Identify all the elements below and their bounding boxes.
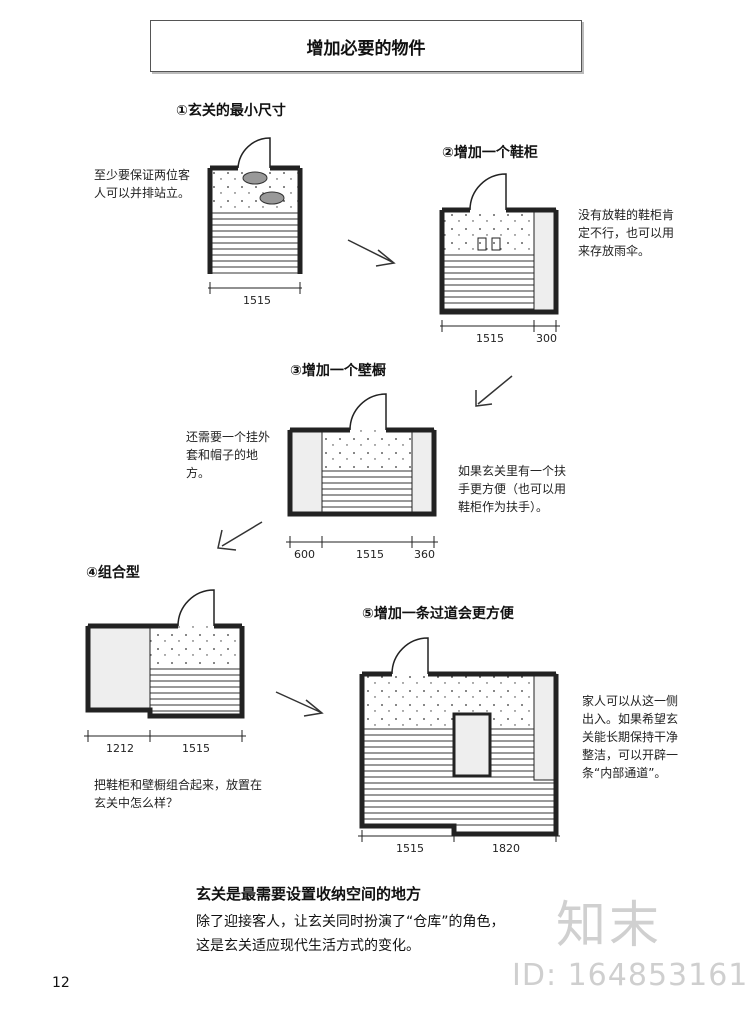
page-title: 增加必要的物件 [306, 39, 426, 59]
step-2-note: 没有放鞋的鞋柜肯定不行，也可以用来存放雨伞。 [578, 208, 675, 258]
arrow-right-icon [275, 691, 324, 717]
arrow-down-left-icon [217, 521, 263, 551]
dim-label: 1515 [243, 294, 271, 307]
step-3-note-left: 还需要一个挂外套和帽子的地方。 [186, 430, 271, 480]
step-1-heading: ①玄关的最小尺寸 [176, 103, 286, 119]
step-4-note: 把鞋柜和壁橱组合起来，放置在玄关中怎么样？ [94, 778, 263, 810]
summary-body: 除了迎接客人，让玄关同时扮演了“仓库”的角色， 这是玄关适应现代生活方式的变化。 [196, 910, 505, 958]
page-number: 12 [52, 975, 70, 991]
plan-4 [84, 589, 246, 742]
dim-label: 1515 [182, 742, 210, 755]
plan-3 [286, 393, 438, 548]
dim-label: 300 [536, 332, 557, 345]
plan-2 [439, 173, 560, 332]
plan-1 [207, 137, 303, 294]
step-5-heading: ⑤增加一条过道会更方便 [362, 606, 514, 622]
watermark-id: ID: 164853161 [512, 958, 749, 993]
step-5-note: 家人可以从这一侧出入。如果希望玄关能长期保持干净整洁，可以开辟一条“内部通道”。 [582, 694, 679, 780]
step-4-heading: ④组合型 [86, 565, 140, 581]
watermark-logo: 知末 [556, 896, 662, 954]
step-3-note-right: 如果玄关里有一个扶手更方便（也可以用鞋柜作为扶手）。 [458, 464, 567, 514]
summary-line-1: 除了迎接客人，让玄关同时扮演了“仓库”的角色， [196, 914, 505, 930]
arrow-down-left-icon [475, 375, 513, 407]
title-box: 增加必要的物件 [150, 20, 582, 72]
dim-label: 1820 [492, 842, 520, 855]
step-1-note: 至少要保证两位客人可以并排站立。 [94, 168, 191, 200]
dim-label: 1212 [106, 742, 134, 755]
step-2-heading: ②增加一个鞋柜 [442, 145, 538, 161]
step-3-heading: ③增加一个壁橱 [290, 363, 386, 379]
dim-label: 600 [294, 548, 315, 561]
summary-heading: 玄关是最需要设置收纳空间的地方 [196, 885, 422, 903]
dim-label: 1515 [356, 548, 384, 561]
dim-label: 1515 [476, 332, 504, 345]
plan-5 [358, 637, 560, 842]
dim-label: 360 [414, 548, 435, 561]
dim-label: 1515 [396, 842, 424, 855]
summary-line-2: 这是玄关适应现代生活方式的变化。 [196, 938, 420, 954]
arrow-right-icon [347, 239, 396, 267]
